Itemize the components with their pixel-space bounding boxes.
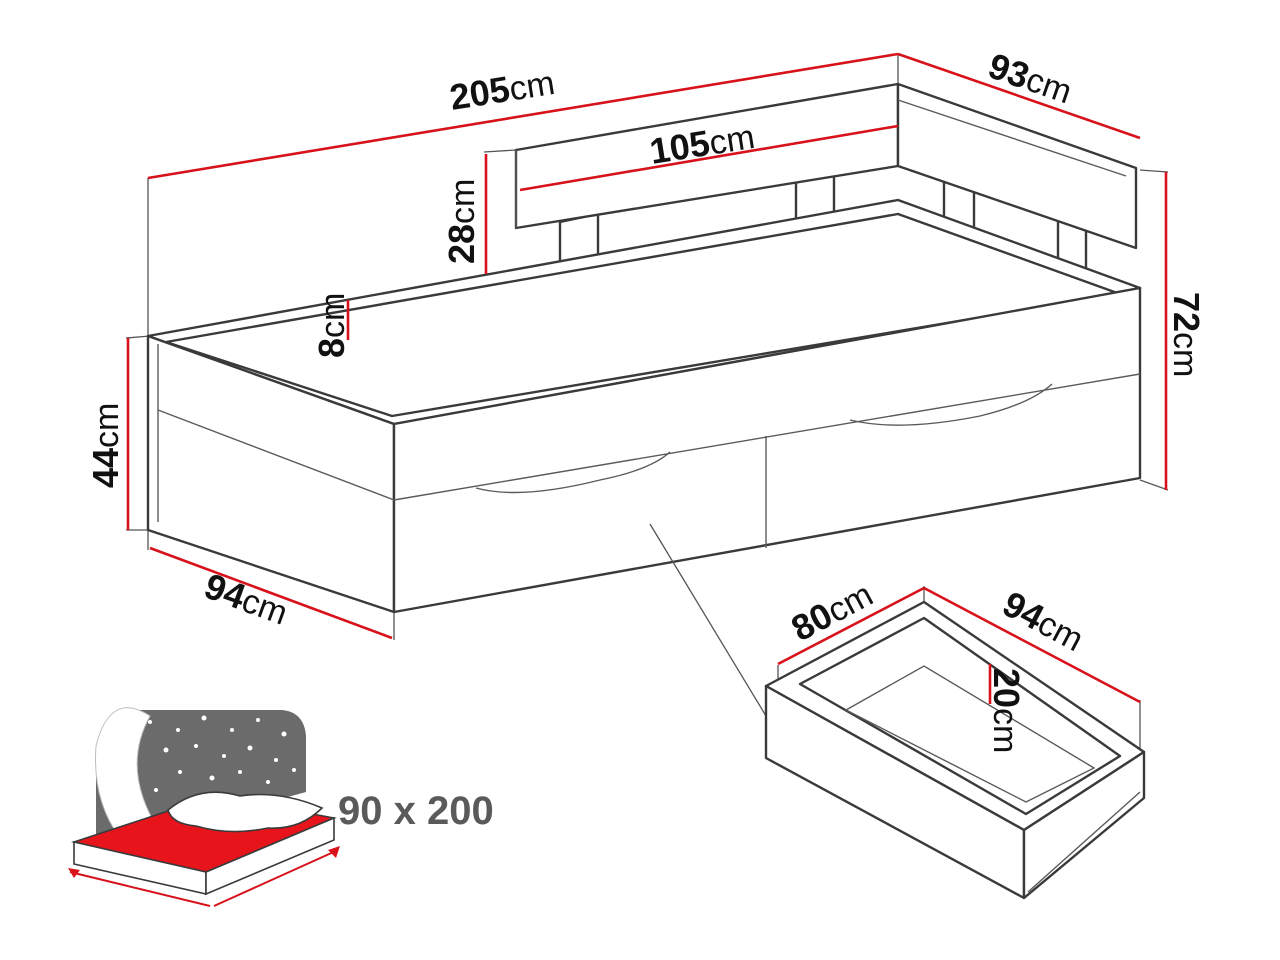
bed-body [146,198,1142,717]
label-drawer-depth: 94cm [996,583,1091,659]
label-total-depth: 93cm [983,45,1077,112]
label-bed-height: 44cm [85,403,126,488]
drawer [764,600,1146,900]
label-rim-height: 8cm [311,293,352,358]
label-headboard-width: 105cm [647,115,758,172]
stars-icon [110,715,296,808]
label-total-length: 205cm [447,61,558,118]
headboard [514,82,1138,274]
label-total-height: 72cm [1166,292,1207,377]
label-drawer-height: 20cm [986,668,1027,753]
label-bed-width: 94cm [199,565,293,633]
label-headboard-height: 28cm [441,179,482,264]
mattress-size-label: 90 x 200 [338,789,494,833]
mattress-icon [68,707,340,907]
dimension-lines [126,52,1168,704]
